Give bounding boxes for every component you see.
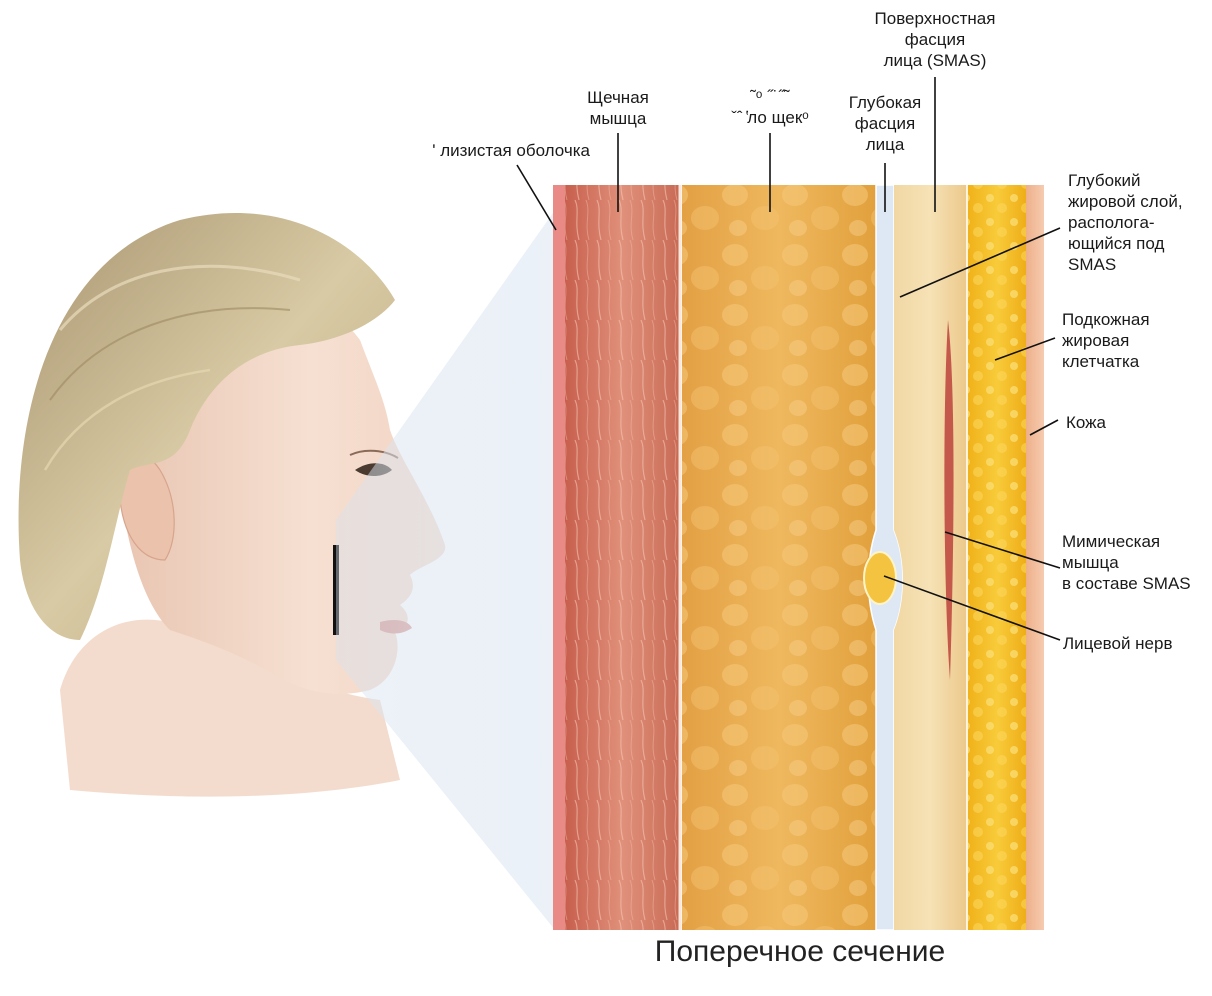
label-facial-nerve: Лицевой нерв [1063,633,1203,654]
leader-mucosa [517,165,556,230]
label-deep-fat: Глубокий жировой слой, распологa- ющийся… [1068,170,1208,275]
label-mucosa: ʹ лизистая оболочка [380,140,590,161]
label-buccinator: Щечная мышца [548,87,688,129]
label-mimic-muscle: Мимическая мышца в составе SMAS [1062,531,1207,594]
layer-mucosa [553,185,565,930]
label-subcutaneous-fat: Подкожная жировая клетчатка [1062,309,1202,372]
label-skin: Кожа [1066,412,1186,433]
label-smas: Поверхностная фасция лица (SMAS) [850,8,1020,71]
layer-smas [894,185,966,930]
tissue-layers [553,185,1044,930]
label-deep-fascia: Глубокая фасция лица [815,92,955,155]
diagram-caption: Поперечное сечение [560,935,1040,969]
